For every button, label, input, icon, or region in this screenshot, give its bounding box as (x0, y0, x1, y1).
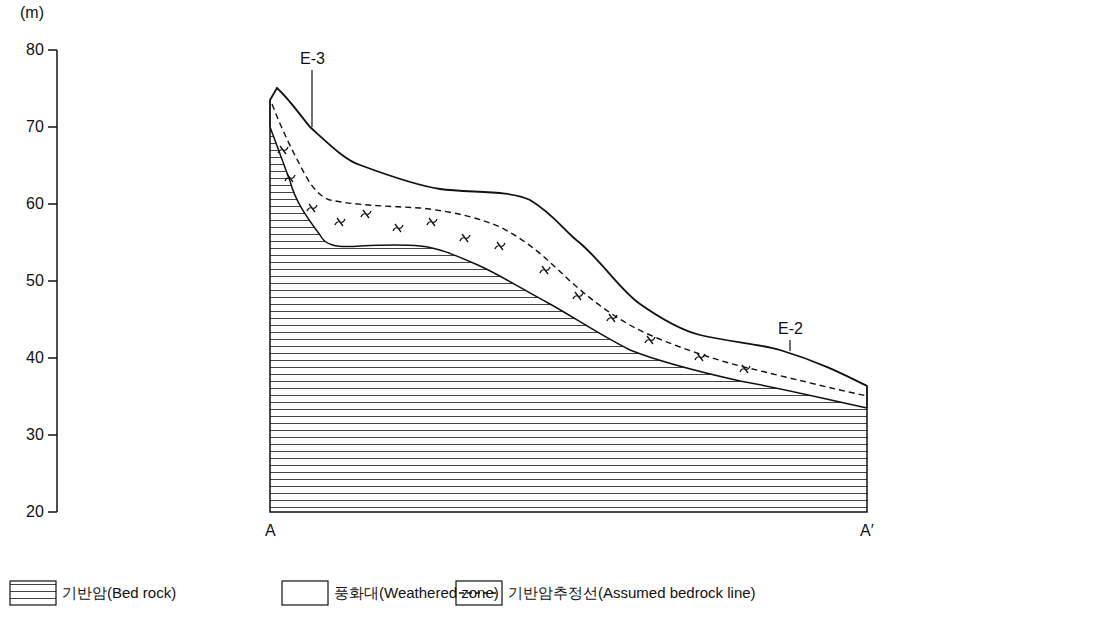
borehole-label: E-2 (778, 320, 803, 338)
leader-line (789, 340, 790, 351)
axis-tick: 50 (26, 272, 44, 290)
y-axis (48, 50, 57, 512)
axis-tick: 80 (26, 41, 44, 59)
borehole-label: E-3 (300, 50, 325, 68)
axis-tick: 40 (26, 349, 44, 367)
axis-tick: 70 (26, 118, 44, 136)
weathered-symbols (278, 146, 750, 600)
assumed-bedrock-line (272, 104, 867, 396)
bedrock (270, 127, 867, 512)
ground-surface (270, 88, 867, 408)
axis-tick: 60 (26, 195, 44, 213)
axis-tick: 20 (26, 503, 44, 521)
section-end-label: A (265, 522, 276, 540)
legend-text: 풍화대(Weathered zone) (334, 585, 499, 602)
legend-text: 기반암추정선(Assumed bedrock line) (508, 585, 756, 602)
legend-text: 기반암(Bed rock) (62, 585, 176, 602)
axis-unit: (m) (20, 4, 44, 22)
axis-tick: 30 (26, 426, 44, 444)
legend-samples (10, 581, 502, 605)
section-end-label: A′ (860, 522, 874, 540)
leader-line (311, 70, 312, 127)
